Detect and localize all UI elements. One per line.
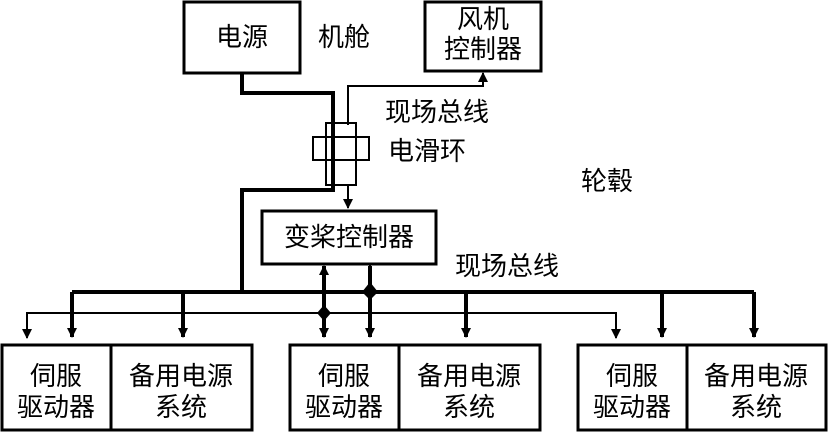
backup-box-2 (397, 343, 542, 432)
pitch-controller-box (260, 209, 438, 266)
unit-1: 伺服 驱动器 备用电源 系统 (0, 343, 254, 432)
fieldbus-mid-label: 现场总线 (455, 252, 559, 282)
backup-box-3 (685, 343, 828, 432)
servo-label-3-line1: 伺服 (606, 362, 658, 392)
hub-label: 轮毂 (581, 167, 633, 197)
fan-controller-box (423, 0, 543, 73)
power-box (182, 0, 302, 75)
servo-box-3 (576, 343, 689, 432)
backup-label-3-line2: 系统 (730, 393, 782, 423)
unit-3: 伺服 驱动器 备用电源 系统 (576, 343, 828, 432)
backup-box-1 (109, 343, 254, 432)
unit-2: 伺服 驱动器 备用电源 系统 (288, 343, 542, 432)
fieldbus-junction (317, 305, 331, 321)
backup-label-2-line1: 备用电源 (417, 362, 521, 392)
nacelle-label: 机舱 (318, 23, 370, 53)
servo-box-2 (288, 343, 401, 432)
servo-label-2-line1: 伺服 (318, 362, 370, 392)
servo-label-1-line1: 伺服 (30, 362, 82, 392)
power-junction (362, 282, 378, 300)
servo-label-1-line2: 驱动器 (17, 393, 95, 423)
slip-ring (312, 122, 370, 186)
backup-label-1-line1: 备用电源 (129, 362, 233, 392)
backup-label-3-line1: 备用电源 (704, 362, 808, 392)
fan-controller-label-line2: 控制器 (444, 35, 522, 65)
slip-ring-label: 电滑环 (388, 137, 466, 167)
servo-label-3-line2: 驱动器 (593, 393, 671, 423)
backup-label-2-line2: 系统 (443, 393, 495, 423)
power-bus-line (240, 73, 335, 292)
servo-label-2-line2: 驱动器 (305, 393, 383, 423)
fieldbus-top-label: 现场总线 (385, 98, 489, 128)
backup-label-1-line2: 系统 (155, 393, 207, 423)
fan-controller-label-line1: 风机 (457, 5, 509, 35)
fieldbus-to-fan-controller (347, 72, 488, 125)
pitch-controller-label: 变桨控制器 (284, 223, 414, 253)
power-label: 电源 (216, 23, 268, 53)
